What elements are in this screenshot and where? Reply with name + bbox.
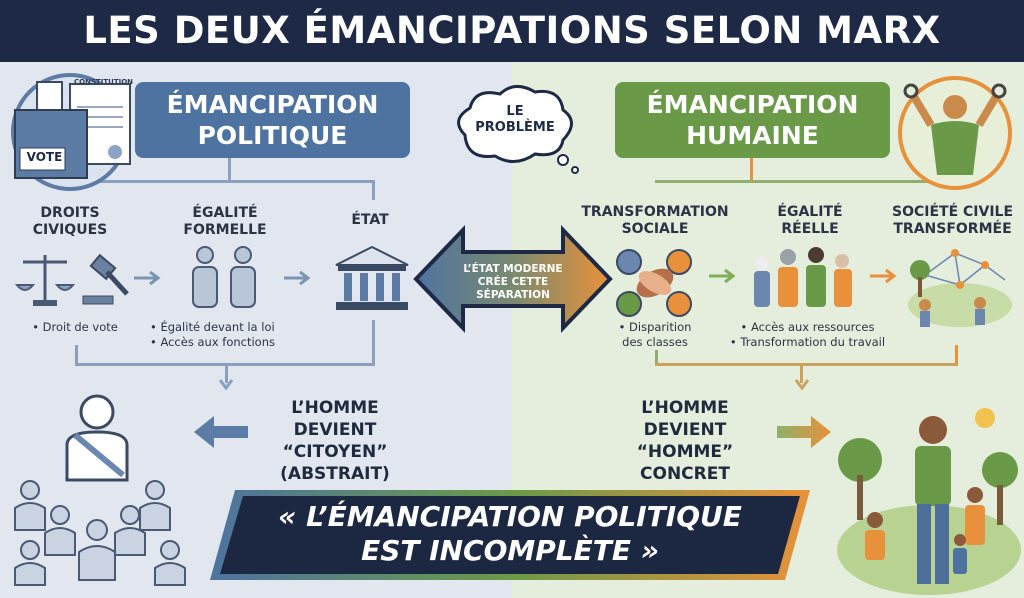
connector <box>372 180 375 200</box>
result-line: “HOMME” <box>636 442 734 462</box>
heading-line: TRANSFORMÉE <box>893 221 1012 237</box>
cloud-line: PROBLÈME <box>475 120 555 135</box>
conclusion-quote: « L’ÉMANCIPATION POLITIQUE EST INCOMPLÈT… <box>215 500 805 568</box>
result-line: L’HOMME DEVIENT <box>641 398 729 440</box>
human-emancipation-title: ÉMANCIPATION HUMAINE <box>615 82 890 158</box>
connector <box>655 350 658 365</box>
concrete-man-result: L’HOMME DEVIENT “HOMME” CONCRET <box>600 397 770 485</box>
thought-cloud-icon <box>457 85 579 174</box>
joined-hands-icon <box>616 249 692 317</box>
double-arrow-icon <box>413 225 613 333</box>
connector <box>750 158 753 180</box>
vote-label: VOTE <box>26 150 63 164</box>
quote-line: « L’ÉMANCIPATION POLITIQUE <box>278 500 742 533</box>
arrow-right-icon <box>134 270 161 286</box>
connector <box>655 180 955 183</box>
quote-line: EST INCOMPLÈTE » <box>361 534 659 567</box>
citizens-group-icon <box>14 394 186 586</box>
bullet-item: • Égalité devant la loi <box>150 320 275 334</box>
ballot-box-constitution-icon <box>11 73 131 191</box>
arrow-line: CRÉE CETTE <box>477 276 549 288</box>
arrow-line: L’ÉTAT MODERNE <box>463 263 563 275</box>
connector <box>75 180 375 183</box>
bullet-item: • Accès aux fonctions <box>150 335 275 349</box>
citizen-result: L’HOMME DEVIENT “CITOYEN” (ABSTRAIT) <box>250 397 420 485</box>
connector <box>800 363 803 383</box>
community-network-icon <box>908 249 1012 327</box>
bullet-item: • Droit de vote <box>32 320 118 334</box>
connector <box>655 363 958 366</box>
heading-line: SOCIALE <box>621 221 689 237</box>
arrow-right-icon <box>777 416 831 448</box>
heading-line: DROITS <box>40 205 100 221</box>
separation-label: L’ÉTAT MODERNE CRÉE CETTE SÉPARATION <box>445 263 581 302</box>
title-line: POLITIQUE <box>197 121 348 150</box>
heading-line: ÉGALITÉ <box>777 204 843 220</box>
bullet-list: • Droit de vote <box>10 320 140 335</box>
family-nature-icon <box>837 408 1021 595</box>
heading-line: RÉELLE <box>781 221 839 237</box>
political-emancipation-title: ÉMANCIPATION POLITIQUE <box>135 82 410 158</box>
arrow-line: SÉPARATION <box>476 289 550 301</box>
connector <box>75 345 78 365</box>
bullet-item: des classes <box>622 335 688 349</box>
arrow-down-icon <box>794 379 810 391</box>
broken-chains-man-icon <box>898 76 1012 190</box>
heading-line: ÉGALITÉ <box>192 205 258 221</box>
page-title: LES DEUX ÉMANCIPATIONS SELON MARX <box>0 0 1024 62</box>
arrow-left-icon <box>194 416 248 448</box>
conclusion-banner-shape <box>210 490 810 580</box>
two-people-icon <box>192 246 256 308</box>
heading-line: SOCIÉTÉ CIVILE <box>891 204 1014 220</box>
arrow-down-icon <box>218 379 234 391</box>
constitution-label: CONSTITUTION <box>74 78 134 86</box>
bullet-list: • Accès aux ressources• Transformation d… <box>720 320 895 350</box>
diverse-people-icon <box>754 247 852 307</box>
problem-label: LE PROBLÈME <box>465 104 565 136</box>
result-line: (ABSTRAIT) <box>280 464 390 484</box>
arrow-right-icon <box>870 268 897 284</box>
arrow-right-icon <box>709 268 736 284</box>
connector <box>955 345 958 365</box>
result-line: “CITOYEN” <box>282 442 388 462</box>
title-line: HUMAINE <box>686 121 819 150</box>
bullet-item: • Transformation du travail <box>729 335 886 349</box>
arrow-right-icon <box>284 270 311 286</box>
connector <box>225 363 228 383</box>
title-line: ÉMANCIPATION <box>646 90 859 119</box>
heading-line: FORMELLE <box>183 222 267 238</box>
state-building-icon <box>335 245 409 310</box>
scales-gavel-icon <box>15 253 129 306</box>
title-line: ÉMANCIPATION <box>166 90 379 119</box>
result-line: L’HOMME DEVIENT <box>291 398 379 440</box>
bullet-item: • Accès aux ressources <box>740 320 875 334</box>
heading-line: ÉTAT <box>351 212 389 228</box>
column-heading: ÉTAT <box>320 212 420 229</box>
result-line: CONCRET <box>640 464 730 484</box>
bullet-item: • Disparition <box>618 320 692 334</box>
connector <box>228 158 231 180</box>
heading-line: TRANSFORMATION <box>581 204 729 220</box>
connector <box>372 320 375 365</box>
bullet-list: • Égalité devant la loi• Accès aux fonct… <box>150 320 300 350</box>
heading-line: CIVIQUES <box>32 222 108 238</box>
cloud-line: LE <box>506 104 524 119</box>
